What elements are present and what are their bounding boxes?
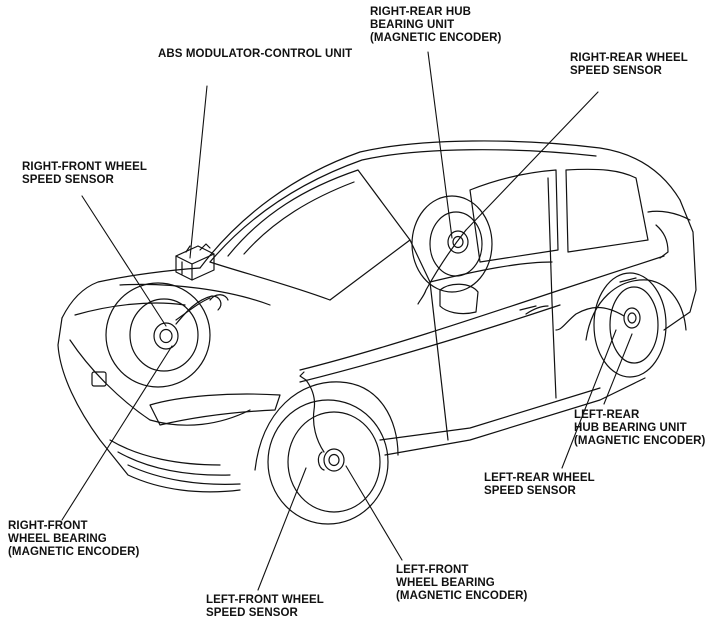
label-abs-modulator-control-unit: ABS MODULATOR-CONTROL UNIT	[158, 48, 352, 61]
label-line: RIGHT-FRONT	[8, 520, 88, 532]
label-right-front-wheel-bearing: RIGHT-FRONT WHEEL BEARING (MAGNETIC ENCO…	[8, 520, 140, 559]
label-line: WHEEL BEARING	[8, 533, 107, 545]
label-line: RIGHT-REAR WHEEL	[570, 52, 688, 64]
label-line: (MAGNETIC ENCODER)	[370, 32, 502, 44]
left-front-wheel	[267, 399, 389, 525]
right-front-wheel	[105, 282, 211, 388]
label-line: BEARING UNIT	[370, 19, 455, 31]
label-left-front-wheel-bearing: LEFT-FRONT WHEEL BEARING (MAGNETIC ENCOD…	[396, 564, 528, 603]
label-line: RIGHT-REAR HUB	[370, 6, 472, 18]
label-line: SPEED SENSOR	[22, 174, 114, 186]
label-line: (MAGNETIC ENCODER)	[574, 435, 706, 447]
label-line: LEFT-REAR WHEEL	[484, 472, 595, 484]
label-line: LEFT-REAR	[574, 409, 640, 421]
sensor-harnesses	[175, 229, 625, 453]
label-right-front-wheel-speed-sensor: RIGHT-FRONT WHEEL SPEED SENSOR	[22, 161, 147, 187]
label-line: LEFT-FRONT	[396, 564, 469, 576]
abs-modulator-unit	[175, 243, 215, 281]
left-rear-wheel	[593, 272, 667, 378]
label-line: LEFT-FRONT WHEEL	[206, 594, 324, 606]
label-left-front-wheel-speed-sensor: LEFT-FRONT WHEEL SPEED SENSOR	[206, 594, 324, 620]
label-right-rear-hub-bearing-unit: RIGHT-REAR HUB BEARING UNIT (MAGNETIC EN…	[370, 6, 502, 45]
label-left-rear-hub-bearing-unit: LEFT-REAR HUB BEARING UNIT (MAGNETIC ENC…	[574, 409, 706, 448]
label-line: (MAGNETIC ENCODER)	[8, 546, 140, 558]
leader-lines	[61, 51, 633, 591]
label-line: (MAGNETIC ENCODER)	[396, 590, 528, 602]
label-left-rear-wheel-speed-sensor: LEFT-REAR WHEEL SPEED SENSOR	[484, 472, 595, 498]
car-body	[57, 140, 697, 493]
label-line: SPEED SENSOR	[206, 607, 298, 619]
label-line: SPEED SENSOR	[484, 485, 576, 497]
label-line: HUB BEARING UNIT	[574, 422, 687, 434]
label-line: RIGHT-FRONT WHEEL	[22, 161, 147, 173]
label-right-rear-wheel-speed-sensor: RIGHT-REAR WHEEL SPEED SENSOR	[570, 52, 688, 78]
label-line: WHEEL BEARING	[396, 577, 495, 589]
label-line: ABS MODULATOR-CONTROL UNIT	[158, 48, 353, 60]
label-line: SPEED SENSOR	[570, 65, 662, 77]
right-rear-wheel	[411, 195, 493, 293]
